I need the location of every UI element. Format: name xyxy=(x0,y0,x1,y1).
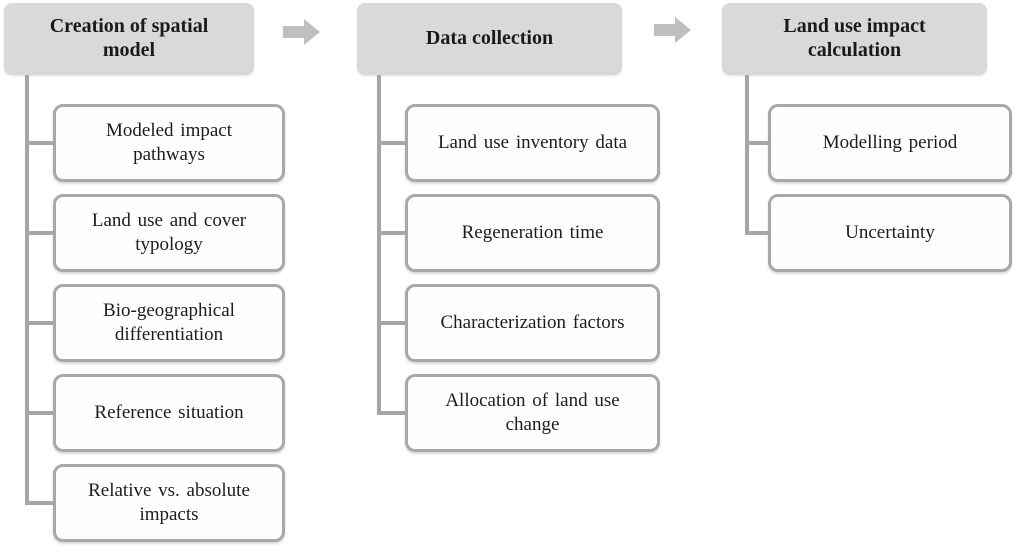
connector-stub xyxy=(380,321,408,325)
connector-stub xyxy=(28,231,56,235)
sub-item-label: Uncertainty xyxy=(845,222,935,244)
right-arrow-icon xyxy=(654,17,691,43)
sub-item-label: Reference situation xyxy=(94,402,244,424)
connector-line xyxy=(745,75,749,235)
column-creation-of-spatial-model: Creation of spatial model Modeled impact… xyxy=(4,3,285,542)
stage-header: Land use impact calculation xyxy=(722,3,987,75)
column-land-use-impact-calculation: Land use impact calculation Modelling pe… xyxy=(722,3,1012,272)
sub-item-label: Modeled impact pathways xyxy=(106,120,232,165)
connector-stub xyxy=(28,321,56,325)
connector-stub xyxy=(380,231,408,235)
connector-stub xyxy=(380,141,408,145)
sub-item-box: Bio-geographical differentiation xyxy=(28,284,285,362)
sub-item-label: Regeneration time xyxy=(461,222,604,244)
connector-stub xyxy=(28,141,56,145)
sub-item-list: Land use inventory data Regeneration tim… xyxy=(380,104,660,452)
sub-item-box: Uncertainty xyxy=(748,194,1012,272)
sub-item-list: Modelling period Uncertainty xyxy=(748,104,1012,272)
stage-header: Creation of spatial model xyxy=(4,3,254,75)
column-data-collection: Data collection Land use inventory data … xyxy=(357,3,660,452)
sub-item-label: Characterization factors xyxy=(440,312,625,334)
sub-item-box: Characterization factors xyxy=(380,284,660,362)
sub-item-label: Relative vs. absolute impacts xyxy=(88,480,250,525)
sub-item-label: Bio-geographical differentiation xyxy=(103,300,235,345)
sub-item-label: Modelling period xyxy=(822,132,958,154)
stage-header: Data collection xyxy=(357,3,622,75)
connector-stub xyxy=(748,141,771,145)
sub-item-box: Allocation of land use change xyxy=(380,374,660,452)
right-arrow-icon xyxy=(283,19,320,45)
sub-item-box: Land use inventory data xyxy=(380,104,660,182)
sub-item-box: Regeneration time xyxy=(380,194,660,272)
sub-item-label: Land use and cover typology xyxy=(91,210,247,255)
sub-item-box: Modeled impact pathways xyxy=(28,104,285,182)
sub-item-box: Modelling period xyxy=(748,104,1012,182)
connector-stub xyxy=(28,411,56,415)
sub-item-box: Reference situation xyxy=(28,374,285,452)
connector-line xyxy=(377,75,381,415)
connector-stub xyxy=(28,501,56,505)
sub-item-box: Land use and cover typology xyxy=(28,194,285,272)
connector-stub xyxy=(748,231,771,235)
sub-item-label: Land use inventory data xyxy=(437,132,628,154)
connector-stub xyxy=(380,411,408,415)
sub-item-list: Modeled impact pathways Land use and cov… xyxy=(28,104,285,542)
sub-item-box: Relative vs. absolute impacts xyxy=(28,464,285,542)
sub-item-label: Allocation of land use change xyxy=(445,390,620,435)
connector-line xyxy=(25,75,29,505)
